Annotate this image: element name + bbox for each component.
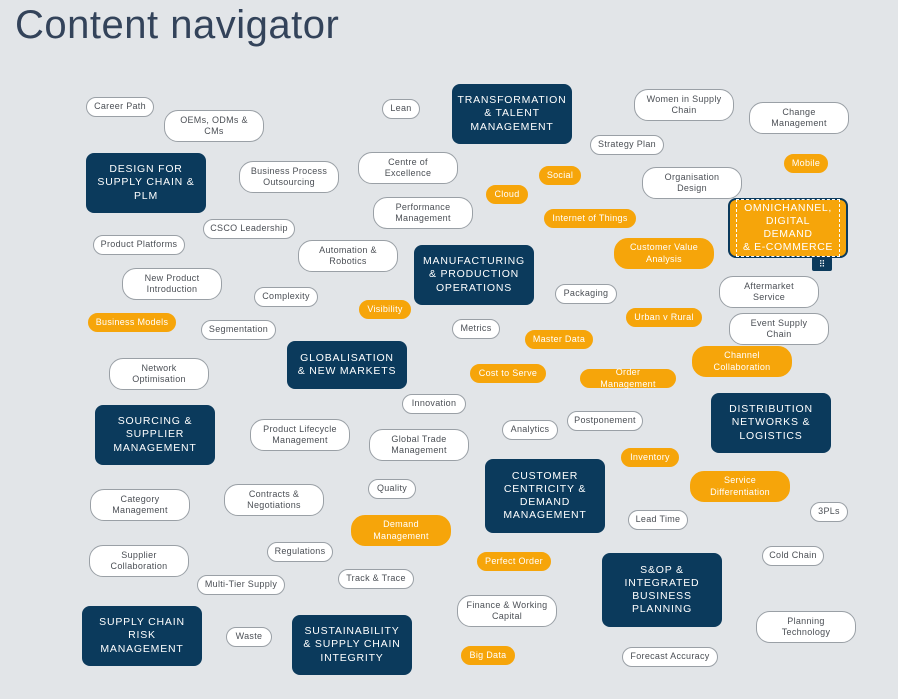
tag-quality[interactable]: Quality — [368, 479, 416, 499]
tag-big-data[interactable]: Big Data — [461, 646, 515, 665]
tag-postponement[interactable]: Postponement — [567, 411, 643, 431]
topic-sourcing[interactable]: SOURCING & SUPPLIER MANAGEMENT — [95, 405, 215, 465]
tag-service-differentiation[interactable]: Service Differentiation — [690, 471, 790, 502]
tag-forecast-accuracy[interactable]: Forecast Accuracy — [622, 647, 718, 667]
tag-mobile[interactable]: Mobile — [784, 154, 828, 173]
tag-cloud[interactable]: Cloud — [486, 185, 528, 204]
tag-3pls[interactable]: 3PLs — [810, 502, 848, 522]
tag-waste[interactable]: Waste — [226, 627, 272, 647]
topic-sop[interactable]: S&OP & INTEGRATED BUSINESS PLANNING — [602, 553, 722, 627]
tag-aftermarket-service[interactable]: Aftermarket Service — [719, 276, 819, 308]
tag-regulations[interactable]: Regulations — [267, 542, 333, 562]
tag-lean[interactable]: Lean — [382, 99, 420, 119]
topic-omnichannel[interactable]: OMNICHANNEL, DIGITAL DEMAND & E-COMMERCE — [728, 198, 848, 258]
topic-design-for-supply-chain[interactable]: DESIGN FOR SUPPLY CHAIN & PLM — [86, 153, 206, 213]
tag-lead-time[interactable]: Lead Time — [628, 510, 688, 530]
tag-women-in-supply-chain[interactable]: Women in Supply Chain — [634, 89, 734, 121]
tag-cold-chain[interactable]: Cold Chain — [762, 546, 824, 566]
tag-urban-v-rural[interactable]: Urban v Rural — [626, 308, 702, 327]
tag-category-management[interactable]: Category Management — [90, 489, 190, 521]
tag-product-platforms[interactable]: Product Platforms — [93, 235, 185, 255]
tag-planning-technology[interactable]: Planning Technology — [756, 611, 856, 643]
topic-sustainability[interactable]: SUSTAINABILITY & SUPPLY CHAIN INTEGRITY — [292, 615, 412, 675]
tag-supplier-collaboration[interactable]: Supplier Collaboration — [89, 545, 189, 577]
tag-analytics[interactable]: Analytics — [502, 420, 558, 440]
tag-packaging[interactable]: Packaging — [555, 284, 617, 304]
tag-demand-management[interactable]: Demand Management — [351, 515, 451, 546]
tag-complexity[interactable]: Complexity — [254, 287, 318, 307]
tag-performance-management[interactable]: Performance Management — [373, 197, 473, 229]
tag-track-trace[interactable]: Track & Trace — [338, 569, 414, 589]
tag-metrics[interactable]: Metrics — [452, 319, 500, 339]
tag-business-process-outsourcing[interactable]: Business Process Outsourcing — [239, 161, 339, 193]
tag-new-product-introduction[interactable]: New Product Introduction — [122, 268, 222, 300]
tag-perfect-order[interactable]: Perfect Order — [477, 552, 551, 571]
topic-distribution[interactable]: DISTRIBUTION NETWORKS & LOGISTICS — [711, 393, 831, 453]
tag-order-management[interactable]: Order Management — [580, 367, 676, 389]
tag-csco-leadership[interactable]: CSCO Leadership — [203, 219, 295, 239]
tag-visibility[interactable]: Visibility — [359, 300, 411, 319]
topic-globalisation[interactable]: GLOBALISATION & NEW MARKETS — [287, 341, 407, 389]
tag-automation-robotics[interactable]: Automation & Robotics — [298, 240, 398, 272]
topic-omnichannel-label: OMNICHANNEL, DIGITAL DEMAND & E-COMMERCE — [736, 198, 840, 258]
tag-contracts-negotiations[interactable]: Contracts & Negotiations — [224, 484, 324, 516]
tag-segmentation[interactable]: Segmentation — [201, 320, 276, 340]
topic-supply-chain-risk[interactable]: SUPPLY CHAIN RISK MANAGEMENT — [82, 606, 202, 666]
tag-channel-collaboration[interactable]: Channel Collaboration — [692, 346, 792, 377]
tag-multi-tier-supply[interactable]: Multi-Tier Supply — [197, 575, 285, 595]
tag-social[interactable]: Social — [539, 166, 581, 185]
tag-customer-value-analysis[interactable]: Customer Value Analysis — [614, 238, 714, 269]
tag-career-path[interactable]: Career Path — [86, 97, 154, 117]
tag-inventory[interactable]: Inventory — [621, 448, 679, 467]
tag-strategy-plan[interactable]: Strategy Plan — [590, 135, 664, 155]
tag-event-supply-chain[interactable]: Event Supply Chain — [729, 313, 829, 345]
tag-global-trade-management[interactable]: Global Trade Management — [369, 429, 469, 461]
page-title: Content navigator — [15, 3, 340, 47]
tag-product-lifecycle-management[interactable]: Product Lifecycle Management — [250, 419, 350, 451]
topic-customer-centricity[interactable]: CUSTOMER CENTRICITY & DEMAND MANAGEMENT — [485, 459, 605, 533]
tag-organisation-design[interactable]: Organisation Design — [642, 167, 742, 199]
move-handle-icon[interactable]: ⠿ — [812, 257, 832, 271]
tag-innovation[interactable]: Innovation — [402, 394, 466, 414]
tag-business-models[interactable]: Business Models — [88, 313, 176, 332]
tag-cost-to-serve[interactable]: Cost to Serve — [470, 364, 546, 383]
tag-change-management[interactable]: Change Management — [749, 102, 849, 134]
tag-finance-working-capital[interactable]: Finance & Working Capital — [457, 595, 557, 627]
topic-manufacturing[interactable]: MANUFACTURING & PRODUCTION OPERATIONS — [414, 245, 534, 305]
tag-network-optimisation[interactable]: Network Optimisation — [109, 358, 209, 390]
tag-centre-of-excellence[interactable]: Centre of Excellence — [358, 152, 458, 184]
tag-internet-of-things[interactable]: Internet of Things — [544, 209, 636, 228]
tag-oems-odms-cms[interactable]: OEMs, ODMs & CMs — [164, 110, 264, 142]
tag-master-data[interactable]: Master Data — [525, 330, 593, 349]
topic-transformation[interactable]: TRANSFORMATION & TALENT MANAGEMENT — [452, 84, 572, 144]
